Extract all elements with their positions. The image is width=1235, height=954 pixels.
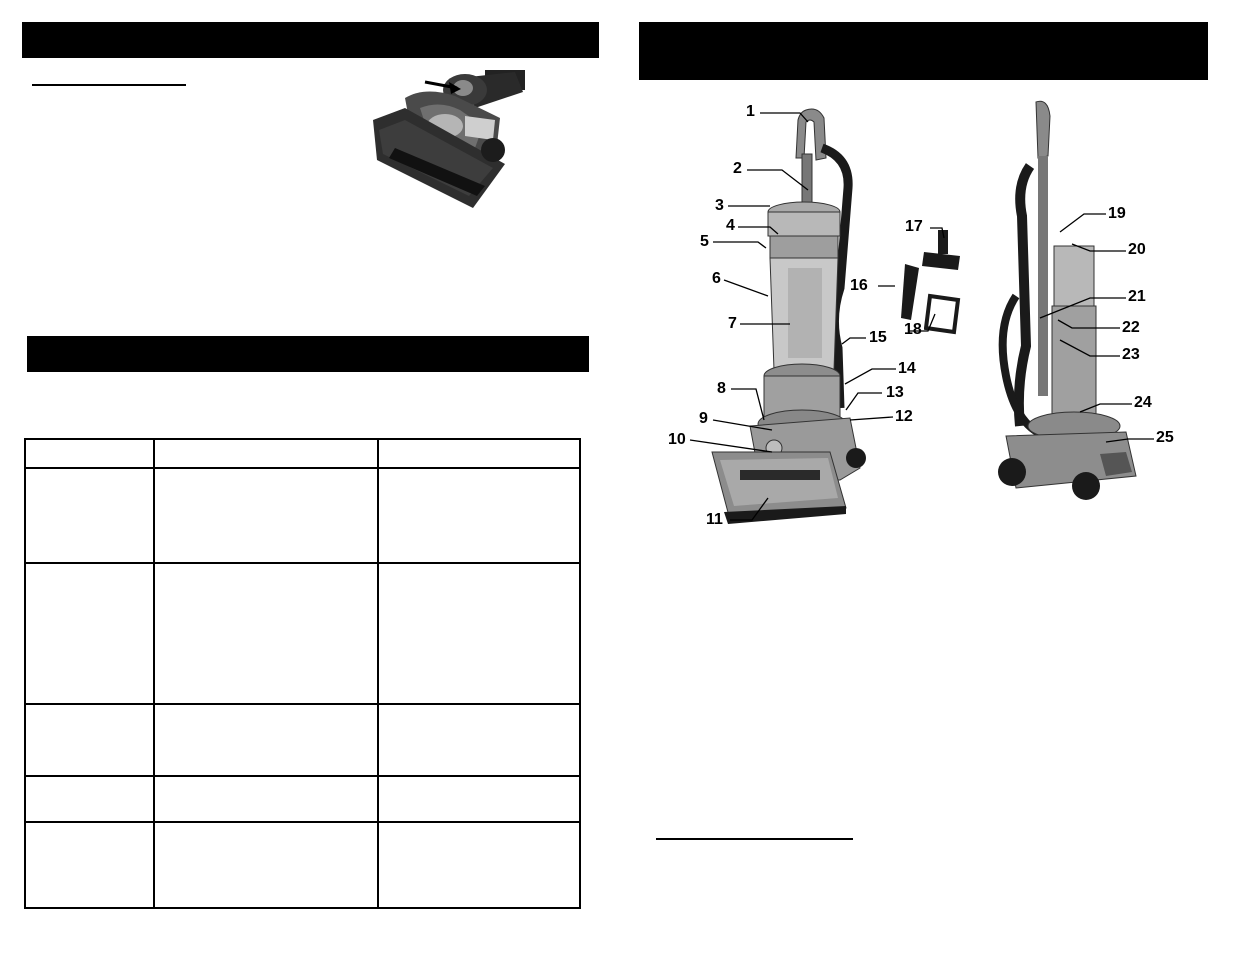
callout-label: 5 bbox=[700, 233, 709, 250]
table-header-row bbox=[24, 438, 582, 469]
callout-label: 8 bbox=[717, 380, 726, 397]
callout-label: 4 bbox=[726, 217, 735, 234]
vacuum-front-photo bbox=[711, 108, 866, 524]
crevice-tool bbox=[901, 264, 919, 320]
table-cell bbox=[24, 775, 155, 823]
callout-label: 2 bbox=[733, 160, 742, 177]
callout-label: 15 bbox=[869, 329, 887, 346]
table-row bbox=[24, 775, 582, 823]
table-cell bbox=[24, 821, 155, 909]
table-cell bbox=[24, 467, 155, 564]
table-cell bbox=[152, 775, 379, 823]
callout-label: 6 bbox=[712, 270, 721, 287]
callout-label: 25 bbox=[1156, 429, 1174, 446]
callout-label: 7 bbox=[728, 315, 737, 332]
table-row bbox=[24, 467, 582, 564]
table-header-cell bbox=[152, 438, 379, 469]
upholstery-tool bbox=[922, 230, 960, 270]
callout-label: 11 bbox=[706, 511, 723, 528]
table-row bbox=[24, 562, 582, 705]
troubleshooting-table bbox=[24, 438, 582, 909]
table-cell bbox=[152, 562, 379, 705]
brushroll-photo bbox=[365, 68, 535, 210]
callout-label: 20 bbox=[1128, 241, 1146, 258]
table-cell bbox=[376, 775, 582, 823]
callout-label: 13 bbox=[886, 384, 904, 401]
callout-label: 10 bbox=[668, 431, 686, 448]
table-cell bbox=[152, 703, 379, 777]
table-cell bbox=[376, 562, 582, 705]
right-header-bar bbox=[639, 22, 1208, 80]
callout-label: 21 bbox=[1128, 288, 1146, 305]
brush-attachment bbox=[924, 293, 961, 335]
table-header-cell bbox=[376, 438, 582, 469]
callout-label: 19 bbox=[1108, 205, 1126, 222]
callout-label: 24 bbox=[1134, 394, 1152, 411]
callout-label: 22 bbox=[1122, 319, 1140, 336]
callout-label: 14 bbox=[898, 360, 916, 377]
troubleshooting-header-bar bbox=[27, 336, 589, 372]
table-cell bbox=[376, 821, 582, 909]
table-row bbox=[24, 821, 582, 909]
callout-label: 16 bbox=[850, 277, 868, 294]
callout-label: 12 bbox=[895, 408, 913, 425]
callout-label: 9 bbox=[699, 410, 708, 427]
table-cell bbox=[376, 703, 582, 777]
right-subheading-underline bbox=[656, 838, 853, 840]
callout-label: 17 bbox=[905, 218, 923, 235]
callout-label: 1 bbox=[746, 103, 755, 120]
table-row bbox=[24, 703, 582, 777]
callout-label: 23 bbox=[1122, 346, 1140, 363]
table-cell bbox=[24, 562, 155, 705]
table-cell bbox=[24, 703, 155, 777]
left-subheading-underline bbox=[32, 84, 186, 86]
left-header-bar bbox=[22, 22, 599, 58]
table-cell bbox=[152, 467, 379, 564]
callout-label: 3 bbox=[715, 197, 724, 214]
table-cell bbox=[152, 821, 379, 909]
callout-label: 18 bbox=[904, 321, 922, 338]
table-cell bbox=[376, 467, 582, 564]
table-header-cell bbox=[24, 438, 155, 469]
